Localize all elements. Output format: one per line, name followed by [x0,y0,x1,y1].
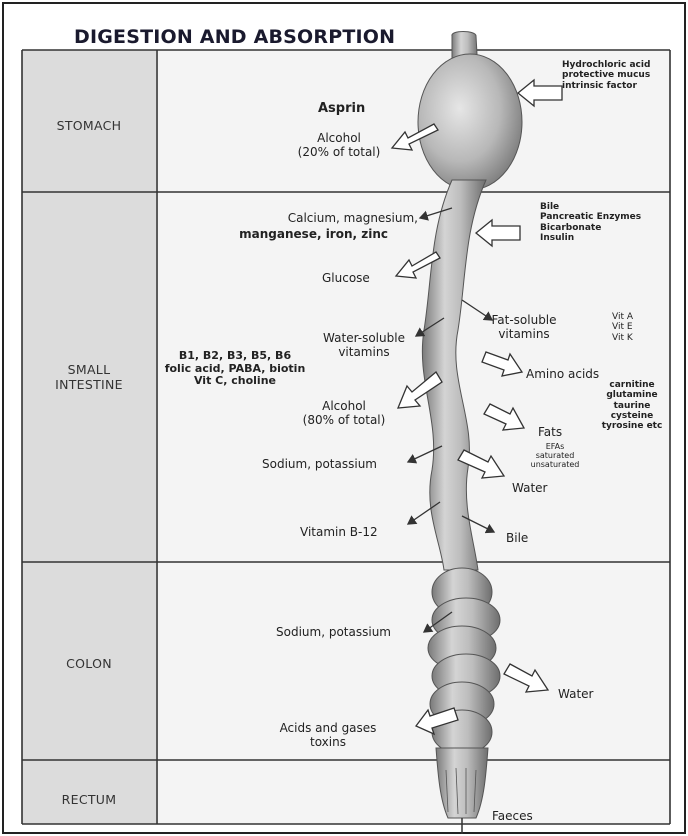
label-sodium-si: Sodium, potassium [262,458,377,472]
section-label-small-intestine: SMALL INTESTINE [22,362,156,392]
label-acids-gases: Acids and gases toxins [270,722,386,750]
label-b-vitamins: B1, B2, B3, B5, B6 folic acid, PABA, bio… [160,350,310,388]
label-calcium-1: Calcium, magnesium, [232,212,418,226]
section-label-stomach: STOMACH [22,118,156,133]
section-label-colon: COLON [22,656,156,671]
label-water-si: Water [512,482,547,496]
label-faeces: Faeces [492,810,533,824]
page-title: DIGESTION AND ABSORPTION [74,26,395,48]
label-secretions-stomach: Hydrochloric acid protective mucus intri… [562,60,650,91]
stomach-shape [418,54,522,190]
rectum-shape [436,748,488,818]
label-amino-acids: Amino acids [526,368,599,382]
label-bile: Bile [506,532,528,546]
label-vit-b12: Vitamin B-12 [300,526,378,540]
label-glucose: Glucose [322,272,370,286]
label-calcium-2: manganese, iron, zinc [232,228,388,242]
label-amino-list: carnitine glutamine taurine cysteine tyr… [596,380,668,432]
label-alcohol-stomach: Alcohol (20% of total) [284,132,394,160]
label-asprin: Asprin [318,102,365,117]
label-fats-list: EFAs saturated unsaturated [520,442,590,470]
label-secretions-si: Bile Pancreatic Enzymes Bicarbonate Insu… [540,202,641,243]
label-alcohol-si: Alcohol (80% of total) [290,400,398,428]
label-fat-vits: Vit A Vit E Vit K [612,312,633,343]
label-water-colon: Water [558,688,593,702]
section-label-rectum: RECTUM [22,792,156,807]
label-sodium-colon: Sodium, potassium [276,626,391,640]
label-fat-soluble: Fat-soluble vitamins [478,314,570,342]
label-fats: Fats [538,426,562,440]
label-water-soluble: Water-soluble vitamins [310,332,418,360]
content-bg [157,50,670,824]
